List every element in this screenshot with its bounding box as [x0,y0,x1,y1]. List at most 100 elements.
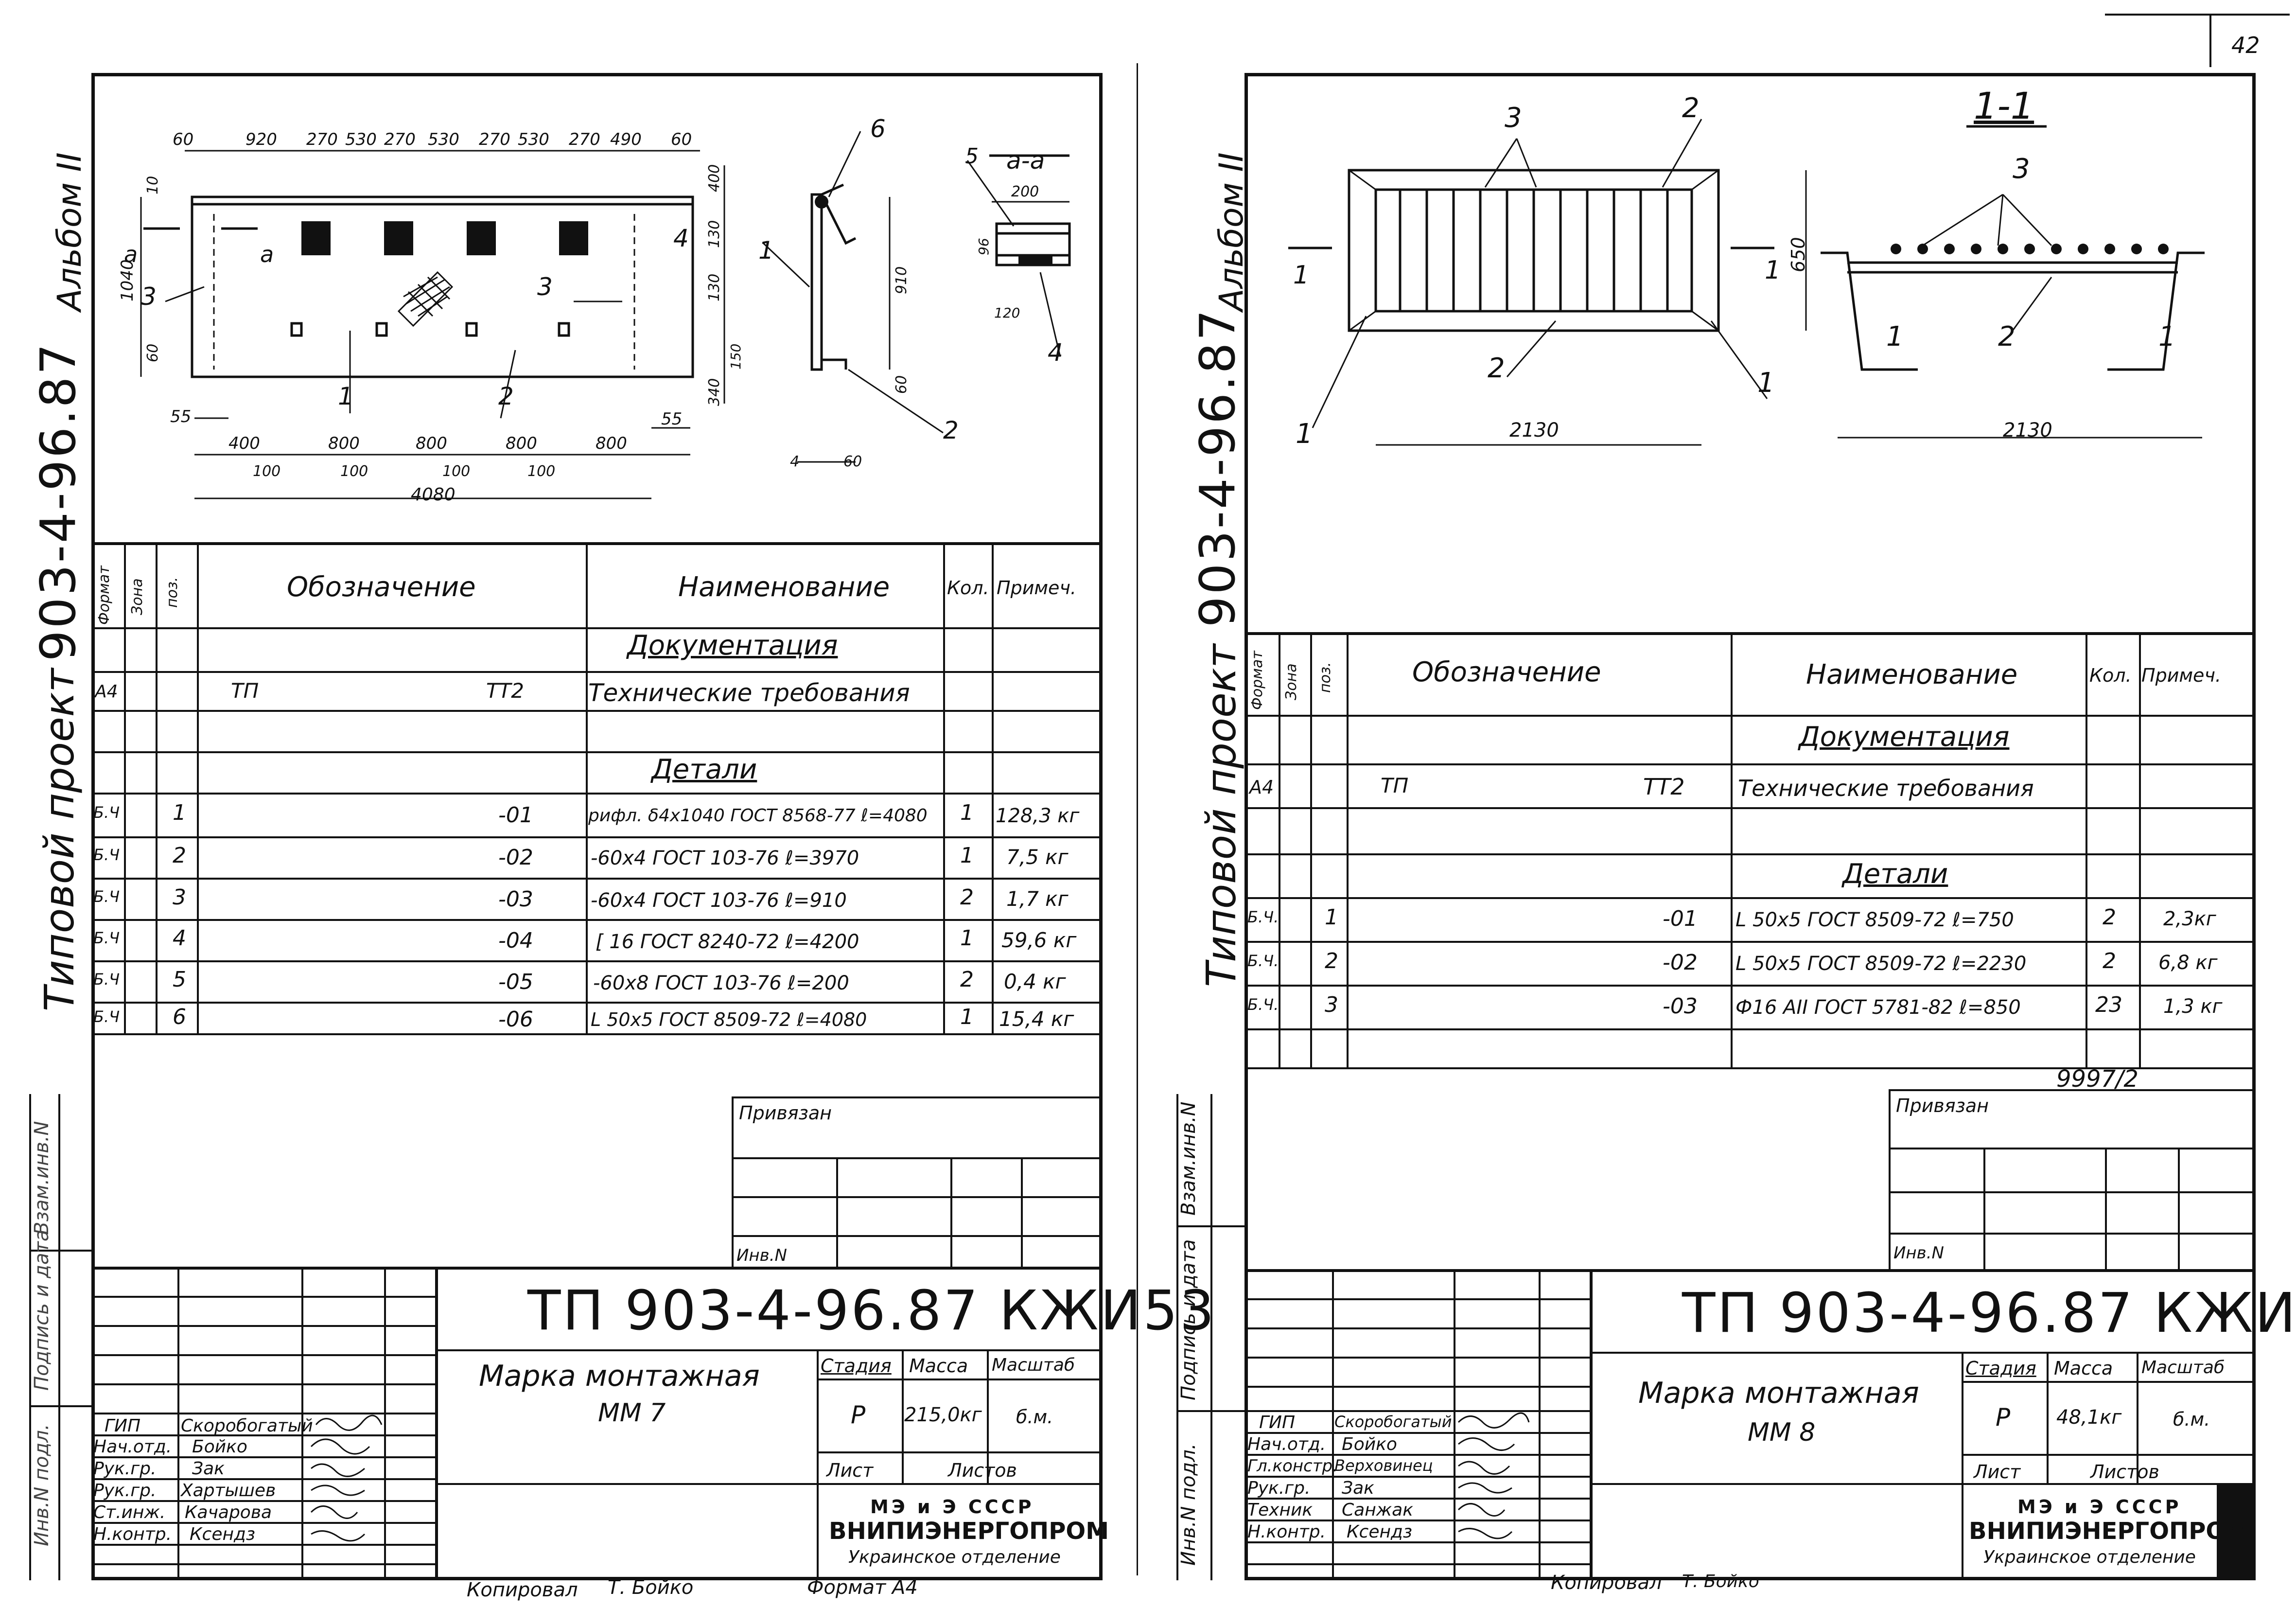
left-privyazan: Привязан [739,1102,832,1124]
left-spec-top [91,542,1103,545]
left-tb-stage-r [817,1451,1103,1453]
right-row2-desig: -02 [1663,950,1698,975]
right-tb-mass-h: Масса [2054,1358,2113,1379]
left-callout-1: 1 [338,382,353,410]
right-col-qty [2086,632,2087,1067]
right-privyazan-l3 [1889,1233,2256,1235]
right-privyazan-l1 [1889,1148,2256,1149]
left-col-qty [943,542,945,1033]
left-row1-pos: 1 [173,800,186,825]
left-cutout-4 [559,221,588,255]
right-privyazan-c2 [2105,1148,2107,1269]
page-number-divider [2209,14,2211,67]
right-section-11 [1821,125,2205,439]
right-row-line-6 [1244,985,2256,987]
left-tb-r2 [91,1325,435,1327]
left-tb-org3: Украинское отделение [848,1547,1061,1567]
left-tb-stage-h: Стадия [821,1355,892,1377]
left-row5-qty: 2 [960,967,974,992]
right-role-4: Техник [1247,1500,1313,1520]
left-dim-sub-0: 100 [253,463,281,480]
right-tb-sheet-r [1962,1483,2256,1485]
right-row1-pos: 1 [1325,905,1338,930]
right-row1-name: L 50x5 ГОСТ 8509-72 ℓ=750 [1735,909,2014,931]
left-callout-side-1: 1 [758,236,774,265]
right-inv: Инв.N [1893,1243,1944,1263]
left-dim-200: 200 [1011,183,1039,200]
left-row1-desig: -01 [498,803,533,828]
right-row-line-2 [1244,807,2256,809]
right-col-note [2139,632,2141,1067]
left-row3-qty: 2 [960,885,974,910]
right-plan-callout-3: 3 [1505,102,1522,134]
right-row1-desig: -01 [1663,906,1698,931]
left-row-line-7 [91,919,1103,921]
right-tb-name2: ММ 8 [1748,1418,1816,1447]
right-tb-c1 [1332,1269,1334,1580]
right-tb-main-vl [1590,1269,1593,1580]
left-privyazan-c3 [1021,1157,1023,1267]
right-role-2-name: Верховинец [1334,1456,1433,1475]
left-dim-top-3: 530 [345,130,377,149]
left-privyazan-l1 [732,1157,1103,1159]
right-tb-scale-h: Масштаб [2141,1358,2225,1378]
right-cut-1a: 1 [1293,261,1310,290]
right-head-note: Примеч. [2141,665,2221,686]
right-role-1: Нач.отд. [1247,1434,1326,1454]
left-callout-4b: 4 [1048,338,1063,367]
left-row2-desig: -02 [498,845,533,870]
left-inv: Инв.N [736,1246,787,1265]
right-section-bars [1891,244,2169,254]
left-row-line-4 [91,793,1103,795]
left-dim-4: 4 [790,453,800,470]
left-doc-desig-a: ТП [231,679,259,703]
right-plan-callout-1b: 1 [1757,367,1775,399]
right-margin-sep2 [1176,1410,1244,1412]
left-row6-qty: 1 [960,1005,974,1029]
left-head-qty: Кол. [947,577,989,599]
right-margin-sep1 [1176,1225,1244,1227]
left-tb-name-bottom [435,1483,817,1485]
left-dim-top-0: 60 [173,130,194,149]
right-margin-col [1176,1094,1178,1580]
left-role-5-name: Ксендз [190,1524,256,1544]
right-tb-org1: МЭ и Э СССР [2017,1496,2182,1518]
left-tb-name1: Марка монтажная [479,1359,760,1393]
left-row3-desig: -03 [498,887,533,912]
left-row2-qty: 1 [960,843,974,868]
left-row4-note: 59,6 кг [1001,928,1077,952]
left-tb-name-vl [817,1349,819,1580]
left-tb-scale-h: Масштаб [992,1355,1075,1375]
left-doc-desig-b: ТТ2 [486,679,525,703]
left-margin-row-sep2 [29,1405,91,1407]
left-row-line-5 [91,836,1103,838]
left-sheet-frame [91,73,1103,1580]
left-row1-qty: 1 [960,800,974,825]
left-cutout-2 [384,221,413,255]
left-doc-format: А4 [95,682,118,702]
left-callout-3a: 3 [141,283,157,311]
right-tb-stage: Р [1996,1403,2011,1431]
left-row2-format: Б.Ч [93,846,120,864]
left-row-line-2 [91,710,1103,712]
left-margin-column-line2 [29,1094,31,1580]
right-tb-r6 [1244,1432,1590,1434]
right-tb-r4 [1244,1386,1590,1388]
left-side-view [762,131,944,463]
left-callout-4a: 4 [673,224,689,252]
left-row2-note: 7,5 кг [1006,845,1069,869]
copied-right: Копировал [1551,1572,1662,1594]
right-row2-note: 6,8 кг [2158,952,2218,974]
right-row-line-8 [1244,1067,2256,1069]
left-row5-desig: -05 [498,970,533,994]
left-tb-c3 [384,1267,386,1580]
left-row3-note: 1,7 кг [1006,887,1069,911]
left-hole-3 [465,322,478,337]
right-row1-qty: 2 [2103,905,2116,930]
left-dim-top-5: 530 [428,130,459,149]
right-role-2: Гл.констр. [1247,1456,1338,1476]
left-tb-stage-h [817,1378,1103,1380]
left-privyazan-c1 [836,1157,838,1267]
left-tb-r1 [91,1296,435,1298]
